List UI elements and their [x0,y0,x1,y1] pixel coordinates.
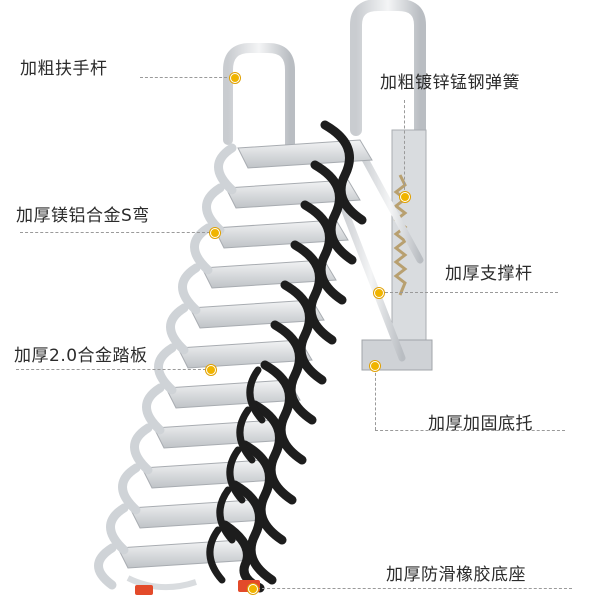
label-tread: 加厚2.0合金踏板 [14,346,148,366]
dot-antislip-base [248,584,258,594]
label-base-bracket: 加厚加固底托 [428,414,533,434]
leader-spring [404,100,405,195]
dot-s-bend [210,228,220,238]
leader-tread [16,369,206,370]
dot-support-rod [374,288,384,298]
dot-tread [206,365,216,375]
leader-base-bracket [375,430,565,431]
leader-s-bend [20,232,210,233]
label-support-rod: 加厚支撑杆 [445,264,533,284]
label-handrail: 加粗扶手杆 [20,59,108,79]
dot-handrail [230,73,240,83]
leader-antislip-base [252,588,572,589]
antislip-feet [126,575,260,595]
leader-support-rod [380,292,558,293]
dot-spring [400,192,410,202]
support-rod [336,146,424,362]
handrail [223,0,426,161]
label-antislip-base: 加厚防滑橡胶底座 [386,565,526,585]
leader-handrail [140,77,232,78]
steps [94,120,373,593]
leader-base-bracket-v [375,368,376,430]
label-spring: 加粗镀锌锰钢弹簧 [380,73,520,93]
label-s-bend: 加厚镁铝合金S弯 [16,206,150,226]
dot-base-bracket [370,361,380,371]
